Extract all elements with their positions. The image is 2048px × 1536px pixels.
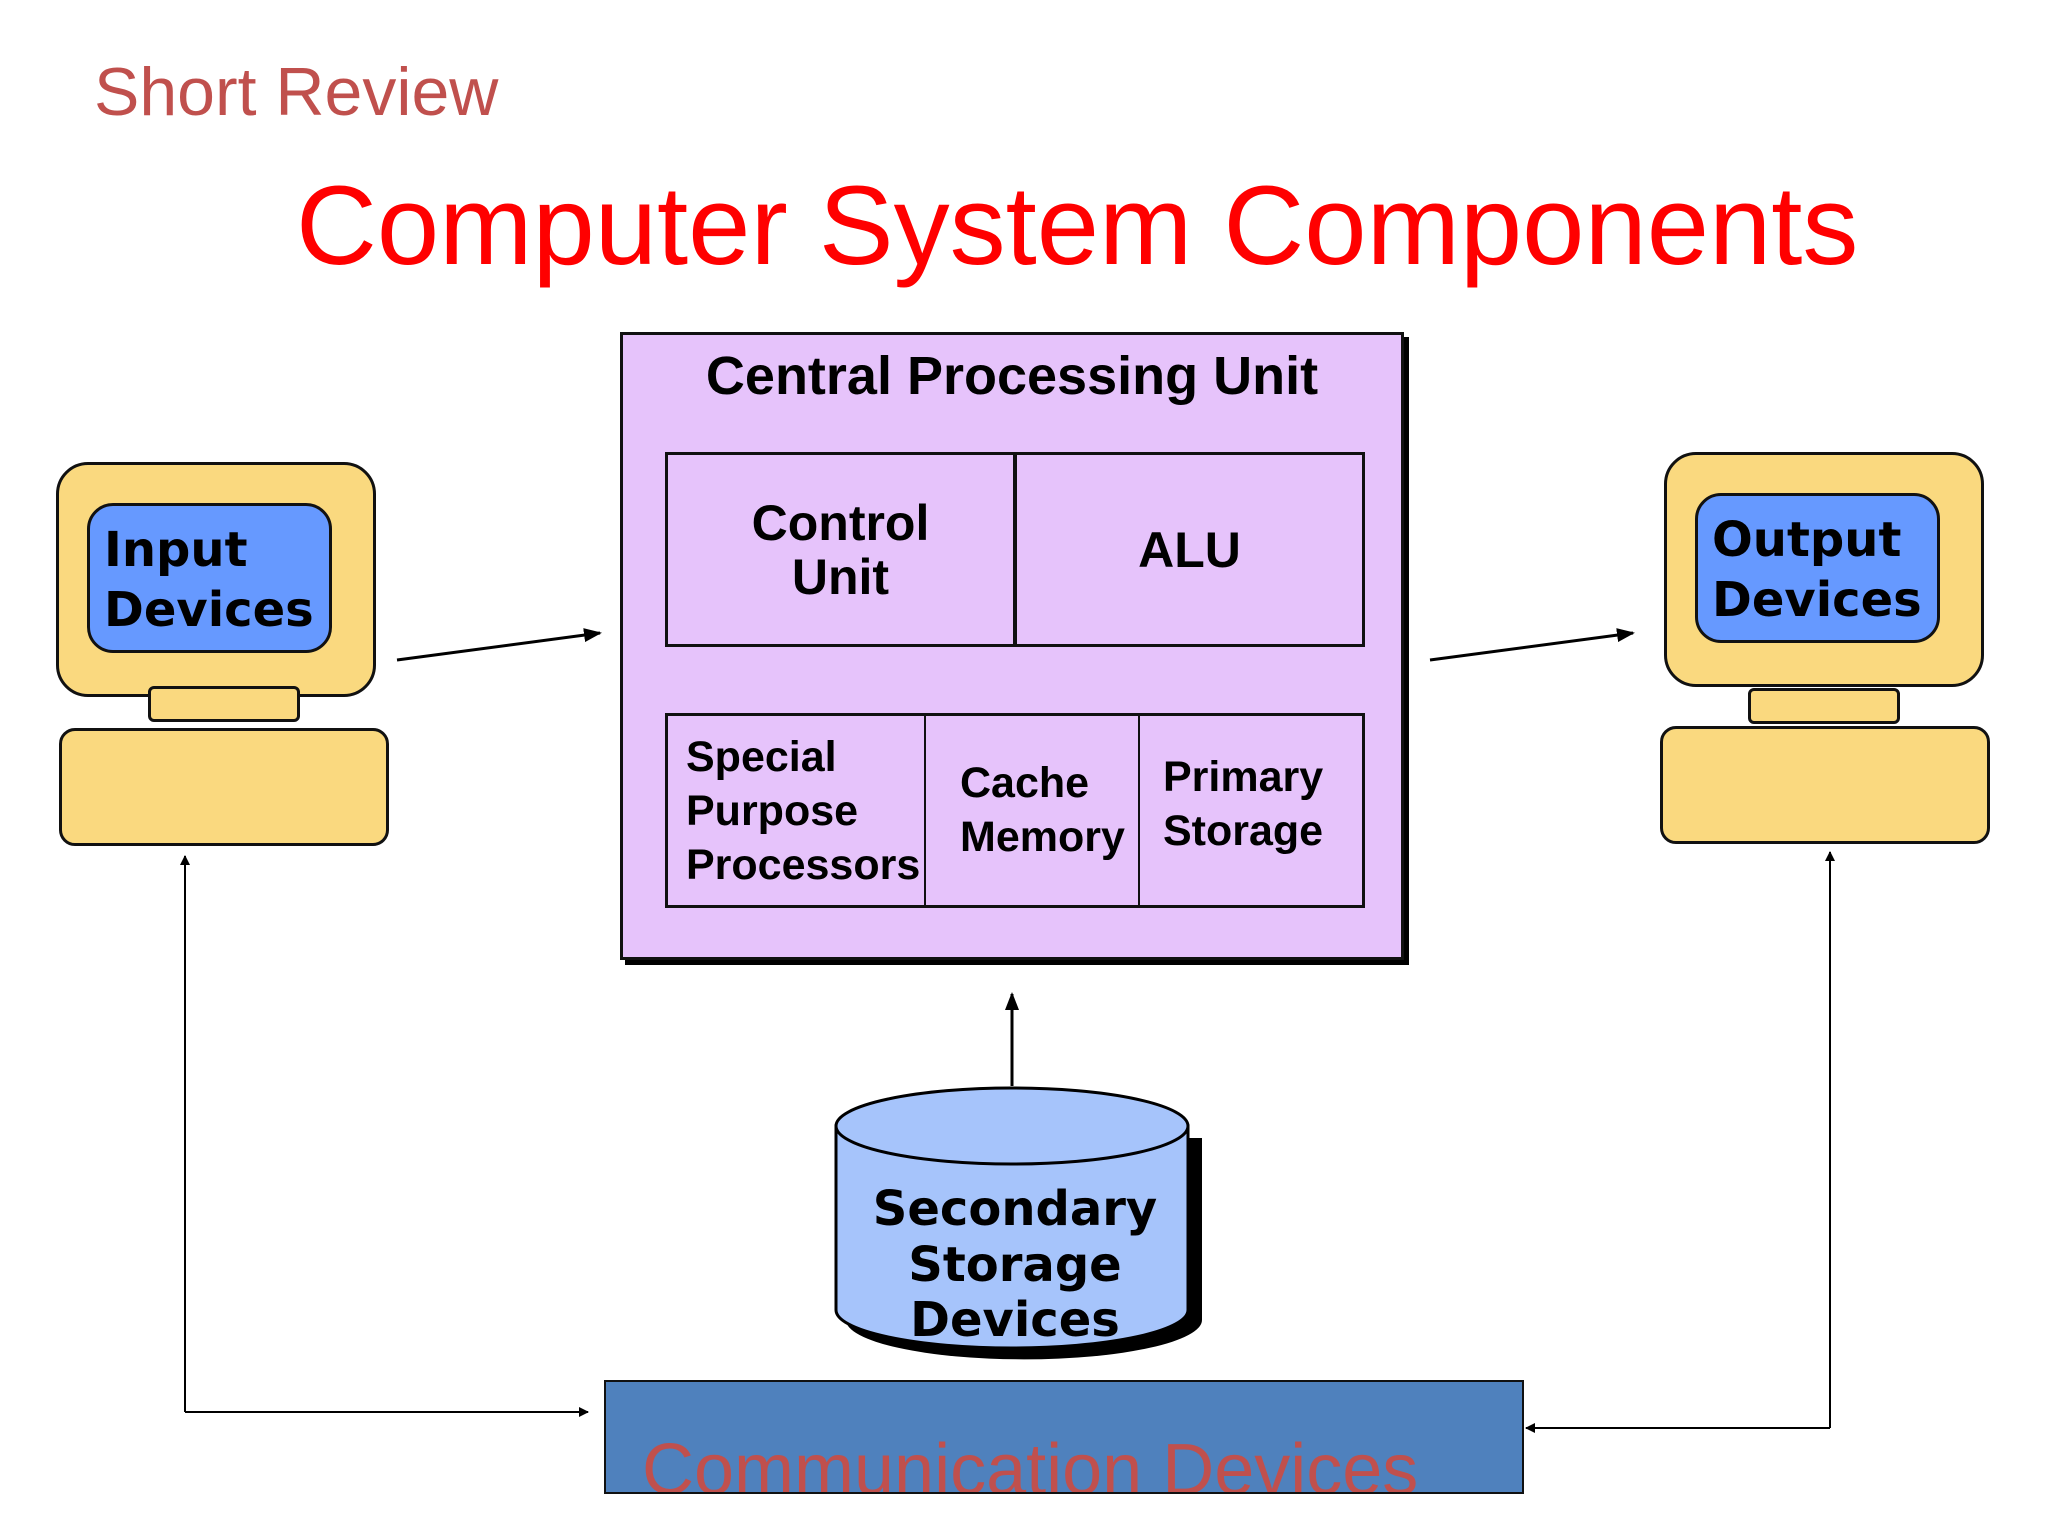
control-unit-line: Unit <box>791 548 890 605</box>
arrow-input-to-cpu <box>396 628 602 662</box>
screen: Output Devices <box>1695 493 1940 643</box>
label-line: Secondary <box>872 1181 1158 1237</box>
control-unit-line: Control <box>751 494 930 551</box>
label-line: Storage <box>908 1236 1122 1293</box>
label-line: Devices <box>1712 572 1922 628</box>
screen: Input Devices <box>87 503 332 653</box>
label-line: Input <box>104 522 248 578</box>
arrow-cpu-to-output <box>1429 628 1635 662</box>
divider <box>1138 716 1140 905</box>
computer-base <box>59 728 389 846</box>
spp-line: Special <box>686 733 837 781</box>
output-devices-computer: Output Devices <box>1660 452 1990 844</box>
special-purpose-processors-cell: Special Purpose Processors <box>686 730 920 905</box>
divider <box>924 716 926 905</box>
primary-line: Primary <box>1163 753 1324 801</box>
storage-cylinder-icon <box>834 1086 1202 1360</box>
primary-line: Storage <box>1163 807 1324 856</box>
slide-title: Computer System Components <box>296 163 1859 288</box>
monitor-icon: Input Devices <box>56 462 376 697</box>
slide-subtitle: Short Review <box>94 54 499 130</box>
alu-cell: ALU <box>1017 455 1362 644</box>
secondary-storage-label: Secondary Storage Devices <box>850 1181 1180 1349</box>
cpu-bottom-row: Special Purpose Processors Cache Memory … <box>665 713 1365 908</box>
cpu-title: Central Processing Unit <box>705 346 1319 406</box>
primary-storage-cell: Primary Storage <box>1163 750 1323 905</box>
spp-line: Purpose <box>686 787 859 836</box>
output-devices-label: Output Devices <box>1712 510 1922 630</box>
communication-devices-bar: Communication Devices <box>604 1380 1524 1494</box>
cache-line: Memory <box>960 813 1125 862</box>
cache-line: Cache <box>960 759 1090 807</box>
monitor-stand <box>1748 688 1900 724</box>
monitor-icon: Output Devices <box>1664 452 1984 687</box>
alu-label: ALU <box>1138 521 1241 578</box>
label-line: Output <box>1712 512 1902 568</box>
spp-line: Processors <box>686 841 921 890</box>
label-line: Devices <box>104 582 314 638</box>
monitor-stand <box>148 686 300 722</box>
label-line: Devices <box>910 1292 1120 1349</box>
cache-memory-cell: Cache Memory <box>960 756 1125 905</box>
input-devices-label: Input Devices <box>104 520 314 640</box>
input-devices-computer: Input Devices <box>56 462 389 846</box>
computer-base <box>1660 726 1990 844</box>
communication-devices-label: Communication Devices <box>642 1430 1419 1494</box>
